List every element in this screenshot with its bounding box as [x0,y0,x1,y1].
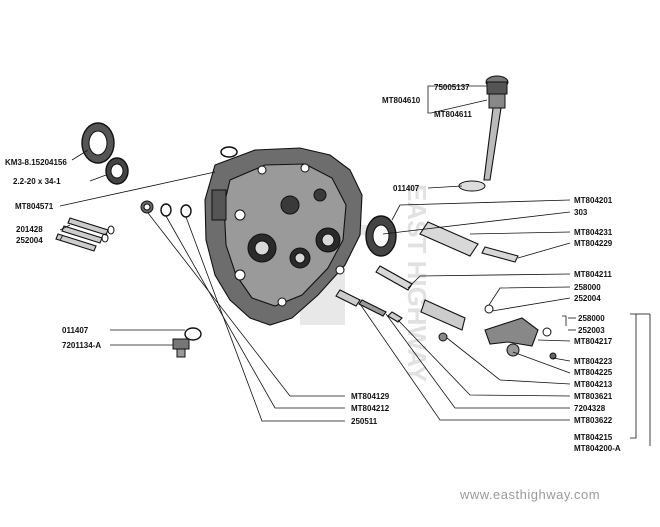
label-011407-top: 011407 [393,184,420,193]
label-mt804211: MT804211 [574,270,612,279]
label-011407-bottom: 011407 [62,326,89,335]
label-250511: 250511 [351,417,378,426]
label-258000-a: 258000 [574,283,601,292]
label-7201134a: 7201134-A [62,341,101,350]
bearing [365,215,397,257]
label-mt804215: MT804215 [574,433,613,442]
shafts [375,221,519,291]
label-258000-b: 258000 [578,314,605,323]
label-252003: 252003 [578,326,605,335]
gearbox-casing [204,147,363,326]
label-mt804217: MT804217 [574,337,613,346]
label-252004-left: 252004 [16,236,43,245]
nut-washer-set [140,200,192,218]
watermark-url: www.easthighway.com [459,487,600,502]
label-mt804231: MT804231 [574,228,613,237]
label-mt804213: MT804213 [574,380,613,389]
studs [55,217,115,252]
label-mt803621: MT803621 [574,392,613,401]
part-labels: 75005137 MT804610 MT804611 KM3-8.1520415… [5,83,621,453]
label-mt804200a: MT804200-A [574,444,621,453]
dipstick-assembly [458,75,509,192]
drain-plug [172,327,202,358]
label-seal-size: 2.2-20 x 34-1 [13,177,61,186]
casing-oring [220,146,238,158]
label-303: 303 [574,208,588,217]
label-mt804610: MT804610 [382,96,421,105]
label-mt804571: MT804571 [15,202,54,211]
dipstick-washer [458,180,486,192]
label-7204328: 7204328 [574,404,606,413]
label-252004-right: 252004 [574,294,601,303]
label-mt804212: MT804212 [351,404,390,413]
leader-lines [59,85,651,446]
label-mt804129: MT804129 [351,392,390,401]
label-mt803622: MT803622 [574,416,613,425]
label-mt804225: MT804225 [574,368,613,377]
label-201428: 201428 [16,225,43,234]
shift-parts [335,289,567,360]
label-75005137: 75005137 [434,83,470,92]
label-mt804229: MT804229 [574,239,613,248]
oil-seal [81,122,115,164]
label-km3: KM3-8.15204156 [5,158,67,167]
label-mt804223: MT804223 [574,357,613,366]
label-mt804201: MT804201 [574,196,613,205]
seal-ring [105,157,129,185]
label-mt804611: MT804611 [434,110,472,119]
